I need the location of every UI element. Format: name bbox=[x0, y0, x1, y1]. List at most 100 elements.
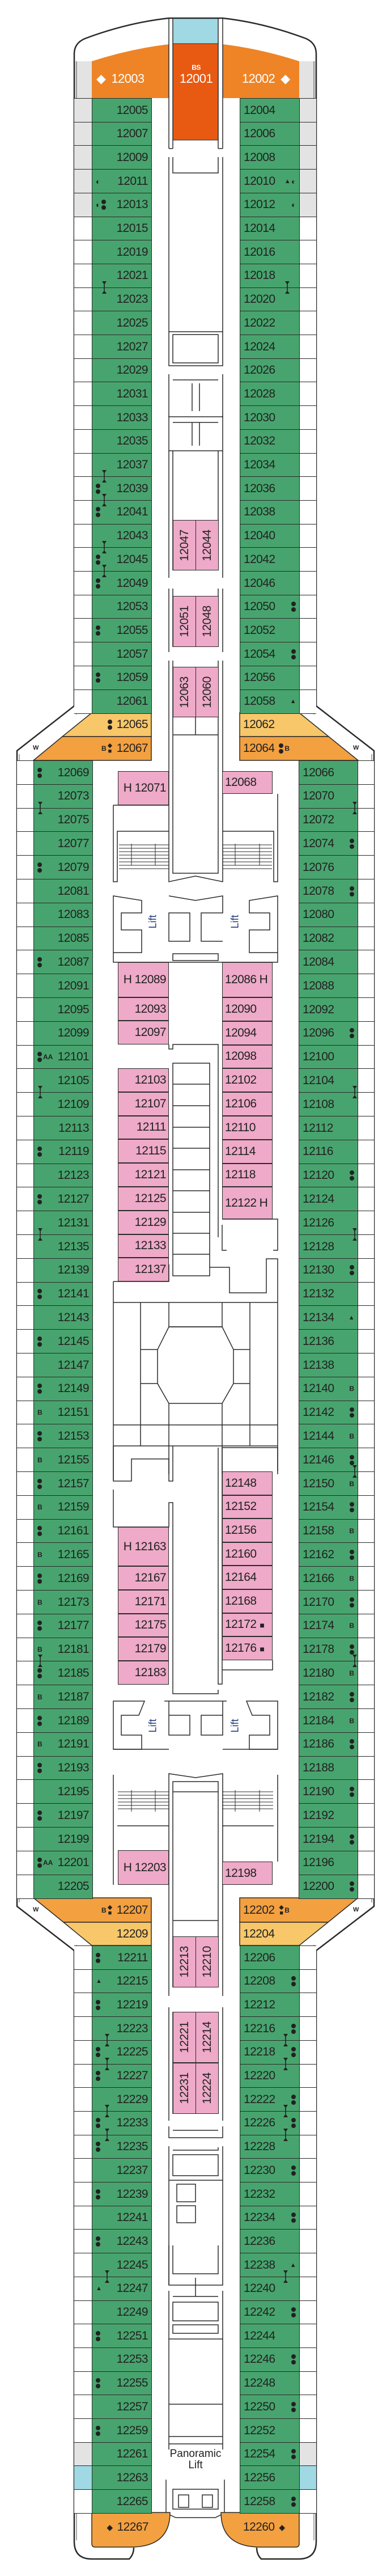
cabin-12211[interactable]: 12211 bbox=[92, 1945, 152, 1970]
cabin-12009[interactable]: 12009 bbox=[92, 145, 152, 170]
cabin-12050[interactable]: 12050 bbox=[240, 594, 300, 619]
inside-cabin-12160[interactable]: 12160 bbox=[222, 1542, 273, 1566]
cabin-12204-label[interactable]: 12204 bbox=[240, 1922, 328, 1945]
cabin-12054[interactable]: 12054 bbox=[240, 642, 300, 667]
inside-cabin-12094[interactable]: 12094 bbox=[222, 1021, 273, 1045]
cabin-12057[interactable]: 12057 bbox=[92, 642, 152, 667]
cabin-12004[interactable]: 12004 bbox=[240, 98, 300, 123]
cabin-12126[interactable]: 12126 bbox=[299, 1211, 358, 1236]
cabin-12005[interactable]: 12005 bbox=[92, 98, 152, 123]
inside-cabin-12063[interactable]: 12063 bbox=[173, 667, 196, 717]
cabin-12260-shape[interactable] bbox=[220, 2512, 300, 2548]
cabin-12078[interactable]: 12078 bbox=[299, 879, 358, 904]
cabin-12259[interactable]: 12259 bbox=[92, 2418, 152, 2443]
cabin-12008[interactable]: 12008 bbox=[240, 145, 300, 170]
cabin-12234[interactable]: 12234 bbox=[240, 2205, 300, 2230]
cabin-12074[interactable]: 12074 bbox=[299, 831, 358, 856]
cabin-12199[interactable]: 12199 bbox=[33, 1827, 93, 1852]
inside-cabin-12231[interactable]: 12231 bbox=[173, 2063, 196, 2114]
cabin-12031[interactable]: 12031 bbox=[92, 382, 152, 407]
cabin-12200[interactable]: 12200 bbox=[299, 1874, 358, 1899]
cabin-12246[interactable]: 12246 bbox=[240, 2347, 300, 2372]
cabin-12099[interactable]: 12099 bbox=[33, 1021, 93, 1046]
inside-cabin-12213[interactable]: 12213 bbox=[173, 1936, 196, 1987]
cabin-12255[interactable]: 12255 bbox=[92, 2371, 152, 2396]
cabin-12132[interactable]: 12132 bbox=[299, 1281, 358, 1306]
cabin-12081[interactable]: 12081 bbox=[33, 879, 93, 904]
cabin-12265[interactable]: 12265 bbox=[92, 2489, 152, 2514]
inside-cabin-12167[interactable]: 12167 bbox=[118, 1566, 169, 1590]
cabin-12232[interactable]: 12232 bbox=[240, 2182, 300, 2207]
cabin-12120[interactable]: 12120 bbox=[299, 1163, 358, 1188]
cabin-12239[interactable]: 12239 bbox=[92, 2182, 152, 2207]
cabin-12185[interactable]: 12185 bbox=[33, 1661, 93, 1686]
cabin-12079[interactable]: 12079 bbox=[33, 855, 93, 880]
cabin-12067-label[interactable]: B◆■12067 bbox=[33, 737, 151, 760]
cabin-12220[interactable]: 12220 bbox=[240, 2063, 300, 2088]
cabin-12087[interactable]: 12087 bbox=[33, 950, 93, 975]
cabin-12084[interactable]: 12084 bbox=[299, 950, 358, 975]
cabin-12073[interactable]: 12073 bbox=[33, 784, 93, 809]
cabin-12253[interactable]: 12253 bbox=[92, 2347, 152, 2372]
inside-cabin-12118[interactable]: 12118 bbox=[222, 1163, 273, 1187]
inside-cabin-12121[interactable]: 12121 bbox=[118, 1163, 169, 1187]
cabin-12042[interactable]: 12042 bbox=[240, 547, 300, 572]
cabin-12029[interactable]: 12029 bbox=[92, 358, 152, 383]
cabin-12261[interactable]: 12261 bbox=[92, 2442, 152, 2467]
cabin-12157[interactable]: 12157 bbox=[33, 1471, 93, 1496]
inside-cabin-12183[interactable]: 12183 bbox=[118, 1661, 169, 1685]
inside-cabin-12171[interactable]: 12171 bbox=[118, 1589, 169, 1614]
cabin-12135[interactable]: 12135 bbox=[33, 1234, 93, 1259]
cabin-12108[interactable]: 12108 bbox=[299, 1092, 358, 1117]
cabin-12267-shape[interactable] bbox=[91, 2512, 171, 2548]
cabin-12065-label[interactable]: 12065 bbox=[62, 713, 151, 737]
cabin-12035[interactable]: 12035 bbox=[92, 429, 152, 454]
cabin-12058[interactable]: ▲12058 bbox=[240, 689, 300, 714]
cabin-12136[interactable]: 12136 bbox=[299, 1329, 358, 1354]
cabin-12250[interactable]: 12250 bbox=[240, 2395, 300, 2420]
cabin-12207-label[interactable]: B◆■12207 bbox=[33, 1898, 151, 1922]
cabin-12205[interactable]: 12205 bbox=[33, 1874, 93, 1899]
inside-cabin-12198[interactable]: 12198 bbox=[222, 1862, 273, 1885]
cabin-12012[interactable]: ◐12012 bbox=[240, 192, 300, 217]
cabin-12196[interactable]: 12196 bbox=[299, 1850, 358, 1876]
cabin-12219[interactable]: 12219 bbox=[92, 1993, 152, 2017]
cabin-12045[interactable]: 12045 bbox=[92, 547, 152, 572]
inside-cabin-12048[interactable]: 12048 bbox=[196, 596, 219, 647]
cabin-12142[interactable]: 12142 bbox=[299, 1400, 358, 1425]
inside-cabin-12137[interactable]: 12137 bbox=[118, 1258, 169, 1282]
cabin-12249[interactable]: 12249 bbox=[92, 2300, 152, 2325]
cabin-12040[interactable]: 12040 bbox=[240, 523, 300, 548]
cabin-12052[interactable]: 12052 bbox=[240, 618, 300, 643]
cabin-12233[interactable]: 12233 bbox=[92, 2110, 152, 2136]
inside-cabin-12107[interactable]: 12107 bbox=[118, 1092, 169, 1116]
cabin-12202-label[interactable]: 12202◆■B bbox=[240, 1898, 358, 1922]
cabin-12225[interactable]: 12225 bbox=[92, 2040, 152, 2065]
inside-cabin-12122[interactable]: 12122 H bbox=[222, 1187, 273, 1219]
inside-cabin-12163[interactable]: H 12163 bbox=[118, 1527, 169, 1566]
cabin-12212[interactable]: 12212 bbox=[240, 1993, 300, 2017]
cabin-12007[interactable]: 12007 bbox=[92, 121, 152, 146]
cabin-12006[interactable]: 12006 bbox=[240, 121, 300, 146]
cabin-12039[interactable]: 12039 bbox=[92, 476, 152, 501]
inside-cabin-12133[interactable]: 12133 bbox=[118, 1234, 169, 1258]
cabin-12037[interactable]: 12037 bbox=[92, 452, 152, 477]
cabin-12263[interactable]: 12263 bbox=[92, 2465, 152, 2490]
cabin-12240[interactable]: 12240 bbox=[240, 2276, 300, 2301]
cabin-12247[interactable]: ▲12247 bbox=[92, 2276, 152, 2301]
cabin-12245[interactable]: 12245 bbox=[92, 2253, 152, 2278]
inside-cabin-12110[interactable]: 12110 bbox=[222, 1116, 273, 1140]
cabin-12083[interactable]: 12083 bbox=[33, 902, 93, 928]
cabin-12146[interactable]: 12146 bbox=[299, 1448, 358, 1473]
cabin-12223[interactable]: 12223 bbox=[92, 2016, 152, 2041]
cabin-12267-label[interactable]: ◆12267 bbox=[92, 2515, 152, 2539]
cabin-12024[interactable]: 12024 bbox=[240, 335, 300, 359]
cabin-12244[interactable]: 12244 bbox=[240, 2324, 300, 2349]
